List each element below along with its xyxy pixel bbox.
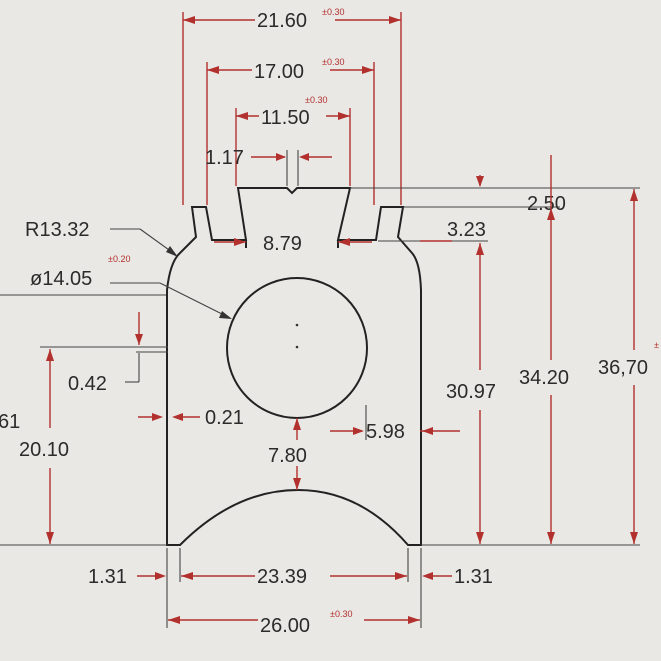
dim-17-00: 17.00 <box>254 61 304 83</box>
dim-0-21: 0.21 <box>205 407 244 429</box>
arrow-r13-32 <box>166 246 178 257</box>
hole-center-mark <box>295 323 299 327</box>
arrow-34-20-bottom <box>547 532 555 544</box>
dim-26-00: 26.00 <box>260 615 310 637</box>
part-outline <box>166 187 422 546</box>
arrow-34-20-top <box>547 208 555 220</box>
tol-26-00: ±0.30 <box>330 609 352 619</box>
arrow-0-21-left <box>152 413 163 421</box>
arrow-17-00-left <box>207 66 219 74</box>
dim-36-70: 36,70 <box>598 357 648 379</box>
tol-36-70: ± <box>654 340 659 350</box>
tol-hole-dia: ±0.20 <box>108 254 130 264</box>
arrow-36-70-bottom <box>630 532 638 544</box>
arrow-36-70-top <box>630 189 638 201</box>
arrow-26-00-right <box>408 616 420 624</box>
dim-23-39: 23.39 <box>257 566 307 588</box>
arrow-21-60-left <box>183 16 195 24</box>
dim-1-31-left: 1.31 <box>88 566 127 588</box>
tol-11-50: ±0.30 <box>305 95 327 105</box>
arrow-2-50 <box>476 176 484 187</box>
arrow-1-17-left <box>276 153 286 161</box>
arrow-8-79-left <box>234 238 246 246</box>
dim-2-50: 2.50 <box>527 193 566 215</box>
dim-0-42: 0.42 <box>68 373 107 395</box>
dim-20-10: 20.10 <box>19 439 69 461</box>
arrow-1-31-right <box>422 572 433 580</box>
arrow-17-00-right <box>362 66 374 74</box>
dim-8-79: 8.79 <box>263 233 302 255</box>
dim-left-partial: 61 <box>0 411 20 433</box>
leader-hole-dia-b <box>159 282 231 319</box>
arrow-hole-dia <box>219 311 232 319</box>
arrow-7-80-top <box>293 418 301 430</box>
arrow-30-97-bottom <box>476 532 484 544</box>
arrow-1-17-right <box>299 153 309 161</box>
dim-21-60: 21.60 <box>257 10 307 32</box>
arrow-26-00-left <box>168 616 180 624</box>
dim-11-50: 11.50 <box>261 107 310 129</box>
arrow-30-97-top <box>476 243 484 255</box>
dim-3-23: 3.23 <box>447 219 486 241</box>
arrow-23-39-left <box>181 572 193 580</box>
dim-34-20: 34.20 <box>519 367 569 389</box>
arrow-8-79-right <box>338 238 350 246</box>
dim-hole-dia: ø14.05 <box>30 268 92 290</box>
arrow-1-31-left <box>155 572 166 580</box>
arrow-11-50-left <box>236 112 248 120</box>
dim-1-31-right: 1.31 <box>454 566 493 588</box>
dim-30-97: 30.97 <box>446 381 496 403</box>
hole-center-mark-2 <box>295 345 299 349</box>
arrow-0-21-right <box>172 413 183 421</box>
tol-17-00: ±0.30 <box>322 57 344 67</box>
dim-1-17: 1.17 <box>205 147 244 169</box>
arrow-21-60-right <box>389 16 401 24</box>
dim-5-98: 5.98 <box>366 421 405 443</box>
arrow-23-39-right <box>395 572 407 580</box>
arrow-7-80-bottom <box>293 478 301 490</box>
dim-7-80: 7.80 <box>268 445 307 467</box>
dim-r13-32: R13.32 <box>25 219 90 241</box>
tol-21-60: ±0.30 <box>322 7 344 17</box>
arrow-20-10-top <box>46 349 54 361</box>
arrow-11-50-right <box>338 112 350 120</box>
arrow-5-98-right <box>422 427 433 435</box>
arrow-5-98-left <box>353 427 364 435</box>
arrow-20-10-bottom <box>46 532 54 544</box>
arrow-0-42 <box>135 334 143 345</box>
